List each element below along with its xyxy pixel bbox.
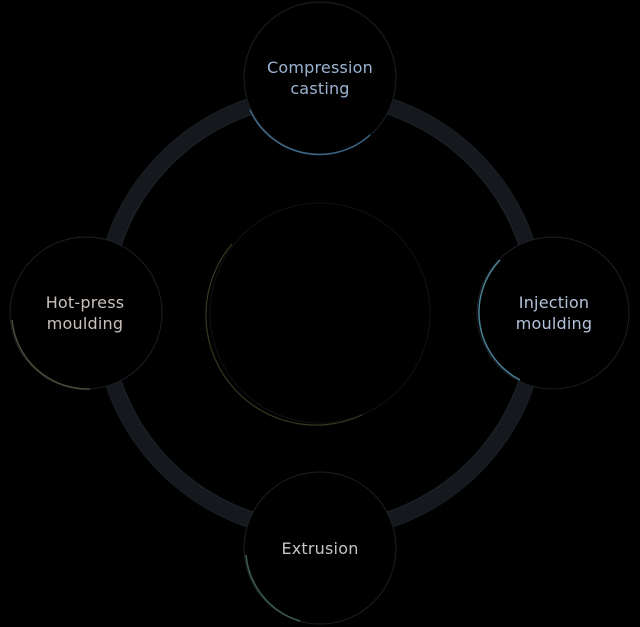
label-extrusion: Extrusion <box>281 538 359 558</box>
node-compression-casting-edge <box>249 109 371 156</box>
center-circle <box>209 202 431 424</box>
node-hot-press-moulding-edge <box>11 319 91 390</box>
label-hot-press-moulding: Hot-press moulding <box>45 293 125 333</box>
node-injection-moulding <box>476 236 630 390</box>
node-extrusion <box>243 471 397 625</box>
node-injection-moulding-edge <box>478 259 521 381</box>
label-injection-moulding: Injection moulding <box>515 293 593 333</box>
center-circle-highlight <box>205 243 363 426</box>
node-extrusion-edge <box>245 554 301 622</box>
label-compression-casting: Compression casting <box>266 58 374 98</box>
